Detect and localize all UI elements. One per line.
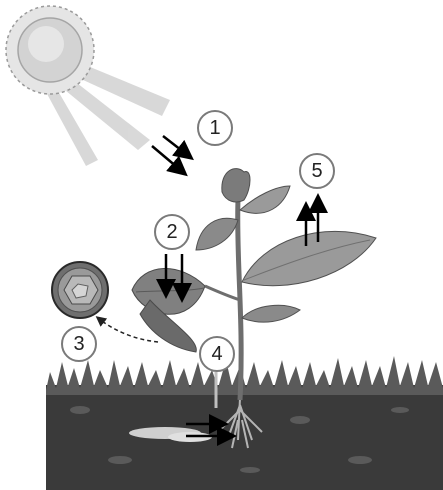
- marker-5: 5: [300, 154, 334, 188]
- marker-1: 1: [198, 111, 232, 145]
- leaf-cell-icon: [52, 262, 108, 318]
- soil: [46, 385, 443, 490]
- marker-4: 4: [200, 337, 234, 371]
- marker-1-label: 1: [209, 117, 220, 139]
- marker-2-label: 2: [166, 221, 177, 243]
- marker-3: 3: [62, 327, 96, 361]
- marker-2: 2: [155, 215, 189, 249]
- marker-3-label: 3: [73, 333, 84, 355]
- marker-4-label: 4: [211, 343, 222, 365]
- marker-5-label: 5: [311, 160, 322, 182]
- sun-icon: [6, 6, 94, 94]
- grass: [46, 356, 443, 395]
